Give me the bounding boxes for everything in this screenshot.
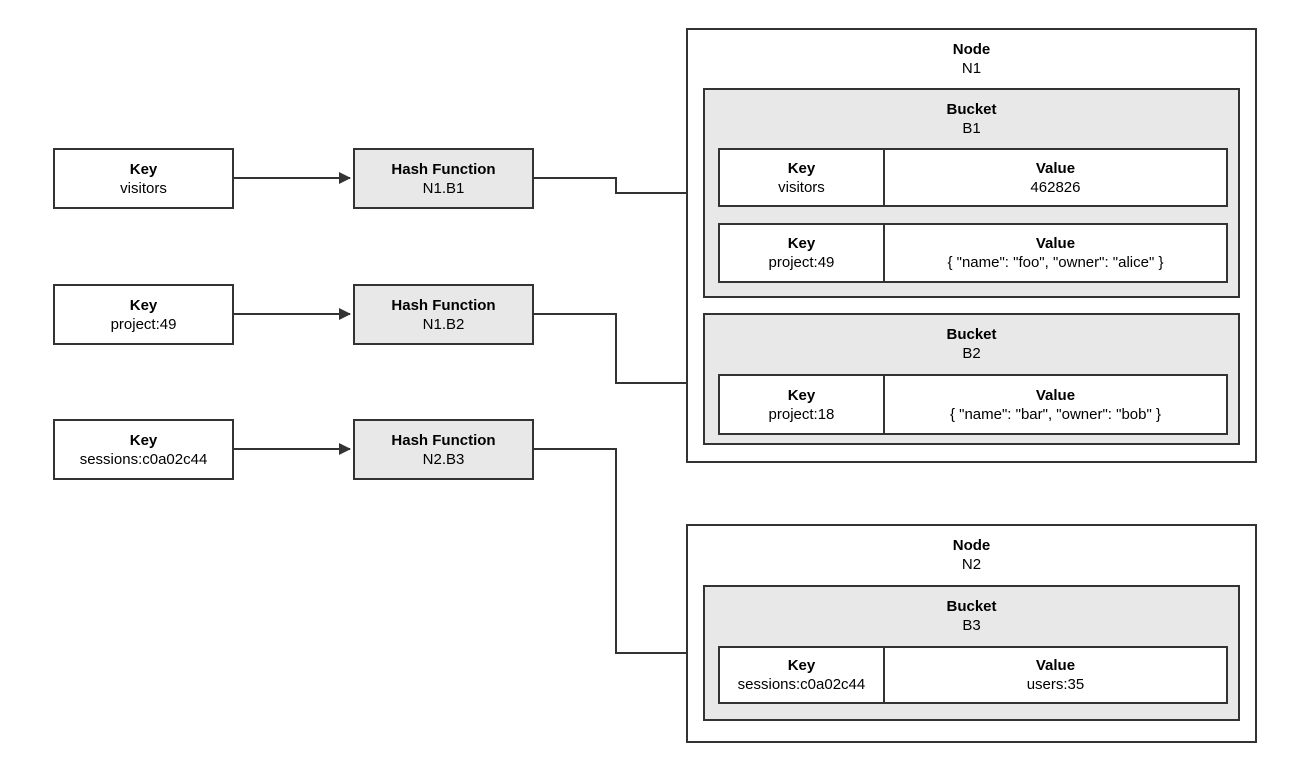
value-cell: Value { "name": "bar", "owner": "bob" }: [882, 376, 1226, 433]
hash-function-value: N1.B2: [422, 315, 465, 333]
node-label: Node: [952, 537, 991, 554]
bucket-b3: Bucket B3 Key sessions:c0a02c44 Value us…: [703, 585, 1240, 721]
key-box-value: project:49: [110, 315, 177, 333]
node-label: Node: [952, 41, 991, 58]
bucket-label: Bucket: [946, 326, 997, 343]
key-box-project49: Key project:49: [53, 284, 234, 345]
hash-function-box-n2b3: Hash Function N2.B3: [353, 419, 534, 480]
bucket-label: Bucket: [946, 101, 997, 118]
bucket-b1: Bucket B1 Key visitors Value 462826 Key …: [703, 88, 1240, 298]
key-cell-value: sessions:c0a02c44: [737, 676, 866, 693]
hash-function-header: Hash Function: [391, 160, 496, 178]
key-box-header: Key: [129, 431, 158, 449]
value-cell-value: users:35: [1026, 676, 1085, 693]
key-cell: Key sessions:c0a02c44: [720, 648, 883, 702]
bucket-label: Bucket: [946, 598, 997, 615]
kv-row-project49: Key project:49 Value { "name": "foo", "o…: [718, 223, 1228, 283]
arrow-hash2-to-bucket-b2: [534, 313, 698, 389]
hash-function-value: N1.B1: [422, 179, 465, 197]
key-cell-header: Key: [787, 657, 816, 674]
node-n2: Node N2 Bucket B3 Key sessions:c0a02c44 …: [686, 524, 1257, 743]
arrow-hash1-to-bucket-b1: [534, 177, 698, 199]
bucket-header: Bucket B3: [705, 587, 1238, 645]
value-cell-value: 462826: [1030, 178, 1081, 196]
value-cell-header: Value: [1035, 159, 1076, 177]
value-cell-value: { "name": "bar", "owner": "bob" }: [949, 405, 1161, 423]
value-cell: Value users:35: [882, 648, 1226, 702]
value-cell-header: Value: [1035, 235, 1076, 252]
key-cell-value: visitors: [778, 178, 825, 196]
key-box-visitors: Key visitors: [53, 148, 234, 209]
bucket-b2: Bucket B2 Key project:18 Value { "name":…: [703, 313, 1240, 445]
key-cell: Key project:18: [720, 376, 883, 433]
value-cell-value: { "name": "foo", "owner": "alice" }: [947, 254, 1164, 271]
hash-function-header: Hash Function: [391, 296, 496, 314]
key-cell: Key visitors: [720, 150, 883, 205]
key-box-value: visitors: [120, 179, 167, 197]
node-name: N1: [961, 60, 982, 77]
key-cell-value: project:18: [768, 405, 835, 423]
value-cell-header: Value: [1035, 657, 1076, 674]
key-box-value: sessions:c0a02c44: [79, 450, 208, 468]
key-box-header: Key: [129, 296, 158, 314]
hash-function-box-n1b2: Hash Function N1.B2: [353, 284, 534, 345]
key-cell-header: Key: [787, 235, 816, 252]
hash-function-header: Hash Function: [391, 431, 496, 449]
bucket-name: B3: [962, 617, 981, 634]
key-box-sessions: Key sessions:c0a02c44: [53, 419, 234, 480]
key-cell-header: Key: [787, 386, 816, 404]
key-cell-value: project:49: [768, 254, 835, 271]
arrow-hash3-to-bucket-b3: [534, 448, 698, 659]
kv-row-visitors: Key visitors Value 462826: [718, 148, 1228, 207]
bucket-name: B1: [962, 120, 981, 137]
value-cell-header: Value: [1035, 386, 1076, 404]
value-cell: Value { "name": "foo", "owner": "alice" …: [882, 225, 1226, 281]
bucket-header: Bucket B2: [705, 315, 1238, 373]
hash-function-box-n1b1: Hash Function N1.B1: [353, 148, 534, 209]
node-n1: Node N1 Bucket B1 Key visitors Value 462…: [686, 28, 1257, 463]
node-name: N2: [961, 556, 982, 573]
node-header: Node N1: [688, 30, 1255, 88]
kv-row-sessions: Key sessions:c0a02c44 Value users:35: [718, 646, 1228, 704]
key-box-header: Key: [129, 160, 158, 178]
key-cell: Key project:49: [720, 225, 883, 281]
bucket-name: B2: [962, 345, 981, 362]
node-header: Node N2: [688, 526, 1255, 584]
bucket-header: Bucket B1: [705, 90, 1238, 148]
value-cell: Value 462826: [882, 150, 1226, 205]
kv-row-project18: Key project:18 Value { "name": "bar", "o…: [718, 374, 1228, 435]
hash-function-value: N2.B3: [422, 450, 465, 468]
key-cell-header: Key: [787, 159, 816, 177]
